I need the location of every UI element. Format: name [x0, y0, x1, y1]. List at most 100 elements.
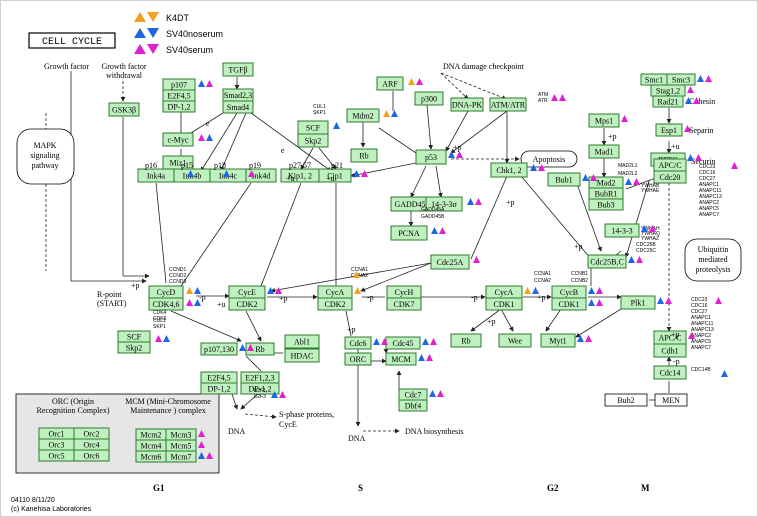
gene-node-arf[interactable]: ARF — [376, 76, 404, 91]
gene-node-cdk2a[interactable]: CDK2 — [228, 297, 266, 311]
gene-node-scf2[interactable]: SCF — [117, 330, 151, 343]
mapk-box[interactable]: MAPK signaling pathway — [16, 128, 75, 185]
gene-node-esp1[interactable]: Esp1 — [655, 123, 683, 137]
gene-node-cycd[interactable]: CycD — [148, 285, 184, 299]
gene-node-cdc14[interactable]: Cdc14 — [653, 365, 687, 380]
gene-node-mcm5[interactable]: Mcm5 — [165, 439, 197, 452]
gene-node-p300[interactable]: p300 — [414, 91, 444, 106]
gene-node-apcc2[interactable]: APC/C — [653, 330, 687, 345]
gene-node-dp12b[interactable]: DP-1,2 — [200, 382, 238, 395]
gene-node-orc6[interactable]: Orc6 — [73, 449, 110, 462]
gene-node-cyca1[interactable]: CycA — [317, 285, 353, 299]
gene-node-p53[interactable]: p53 — [415, 149, 447, 165]
gene-node-ink4a[interactable]: Ink4a — [137, 168, 175, 183]
gene-node-p107[interactable]: p107 — [162, 78, 196, 91]
gene-node-mps1[interactable]: Mps1 — [588, 113, 620, 128]
gene-node-mcm2[interactable]: Mcm2 — [135, 428, 167, 441]
gene-node-cyce[interactable]: CycE — [228, 285, 266, 299]
gene-node-mcm6[interactable]: Mcm6 — [135, 450, 167, 463]
gene-node-b1433b[interactable]: 14-3-3 — [604, 223, 640, 238]
gene-node-mad1[interactable]: Mad1 — [588, 144, 620, 159]
gene-node-orc4[interactable]: Orc4 — [73, 438, 110, 451]
gene-node-smad4[interactable]: Smad4 — [222, 100, 254, 114]
gene-node-tgfb[interactable]: TGFβ — [222, 62, 254, 77]
gene-node-cip1[interactable]: Cip1 — [318, 168, 352, 183]
gene-node-cdk7[interactable]: CDK7 — [386, 297, 422, 311]
gene-node-bub3[interactable]: Bub3 — [588, 198, 624, 211]
gene-node-men[interactable]: MEN — [654, 393, 688, 407]
gene-node-stag12[interactable]: Stag1,2 — [650, 84, 686, 97]
expression-triangle-icon — [198, 80, 205, 87]
gene-node-gadd45[interactable]: GADD45 — [390, 196, 430, 212]
gene-node-orc1b[interactable]: Orc1 — [38, 427, 75, 440]
gene-node-e2f45b[interactable]: E2F4,5 — [200, 371, 238, 384]
gene-node-skp2a[interactable]: Skp2 — [297, 133, 329, 148]
gene-node-cdc25bc[interactable]: Cdc25B,C — [587, 254, 627, 269]
gene-node-label: Smad2,3 — [224, 91, 252, 100]
apoptosis-box[interactable]: Apoptosis — [520, 150, 578, 168]
gene-node-e2f45a[interactable]: E2F4,5 — [162, 89, 196, 102]
expression-triangle-icon — [467, 198, 474, 205]
gene-node-p107130[interactable]: p107,130 — [200, 342, 238, 356]
expression-triangle-icon — [596, 287, 603, 294]
gene-node-plk1[interactable]: Plk1 — [620, 295, 656, 310]
gene-node-orc3[interactable]: Orc3 — [38, 438, 75, 451]
gene-node-dp12c[interactable]: DP-1,2 — [240, 382, 280, 395]
gene-node-dbf4[interactable]: Dbf4 — [398, 399, 428, 412]
gene-node-mdm2[interactable]: Mdm2 — [346, 108, 380, 123]
gene-node-rb3[interactable]: Rb — [450, 333, 482, 348]
gene-node-rb2[interactable]: Rb — [245, 342, 275, 356]
gene-node-pcna[interactable]: PCNA — [390, 225, 428, 241]
gene-node-chk12[interactable]: Chk1, 2 — [490, 162, 528, 178]
gene-node-smc3[interactable]: Smc3 — [666, 73, 696, 86]
gene-node-smc1[interactable]: Smc1 — [640, 73, 668, 86]
gene-node-dp12a[interactable]: DP-1,2 — [162, 100, 196, 113]
gene-node-atmatr[interactable]: ATM/ATR — [489, 97, 527, 112]
gene-node-hdac[interactable]: HDAC — [284, 348, 320, 363]
gene-node-mcm4[interactable]: Mcm4 — [135, 439, 167, 452]
gene-labels: ATM ATR CUL1 SKP1 CUL1 SKP1 CCND1 CCND2 … — [153, 92, 722, 400]
gene-node-cmyc[interactable]: c-Myc — [162, 132, 194, 147]
gf-withdrawal-label-1: Growth factor — [101, 62, 146, 71]
gene-node-cdk2b[interactable]: CDK2 — [317, 297, 353, 311]
gene-node-smad23[interactable]: Smad2,3 — [222, 88, 254, 102]
gene-node-cdh1[interactable]: Cdh1 — [653, 343, 687, 358]
gene-node-scf1[interactable]: SCF — [297, 120, 329, 135]
gene-node-gsk3b[interactable]: GSK3β — [108, 102, 140, 117]
ubiquitin-box[interactable]: Ubiquitin mediated proteolysis — [684, 238, 742, 282]
gene-node-dnapk[interactable]: DNA-PK — [450, 97, 484, 112]
gene-node-ink4d[interactable]: Ink4d — [245, 168, 277, 183]
gene-node-cdc20[interactable]: Cdc20 — [653, 170, 687, 184]
gene-node-cyca2[interactable]: CycA — [485, 285, 523, 299]
gene-node-cdc6[interactable]: Cdc6 — [344, 336, 372, 350]
gene-node-rb1[interactable]: Rb — [350, 148, 378, 163]
gene-node-mcm7[interactable]: Mcm7 — [165, 450, 197, 463]
gene-node-cdc7[interactable]: Cdc7 — [398, 388, 428, 401]
gene-node-wee[interactable]: Wee — [498, 333, 532, 348]
gene-node-cdk46[interactable]: CDK4,6 — [148, 297, 184, 311]
gene-node-orc5[interactable]: Orc5 — [38, 449, 75, 462]
edge — [220, 112, 247, 172]
gene-node-bubr1[interactable]: BubR1 — [588, 187, 624, 200]
gene-node-apcc1[interactable]: APC/C — [653, 158, 687, 172]
gene-node-orc2[interactable]: Orc2 — [73, 427, 110, 440]
gene-node-rad21[interactable]: Rad21 — [652, 95, 684, 108]
gene-node-b1433a[interactable]: 14-3-3σ — [425, 196, 463, 212]
gene-node-cdk1b[interactable]: CDK1 — [551, 297, 587, 311]
gene-node-label: BubR1 — [595, 190, 618, 199]
gene-node-bub1[interactable]: Bub1 — [547, 172, 581, 187]
gene-node-cych[interactable]: CycH — [386, 285, 422, 299]
gene-node-abl1[interactable]: Abl1 — [284, 334, 320, 349]
gene-node-e2f123[interactable]: E2F1,2,3 — [240, 371, 280, 384]
gene-node-mcm3[interactable]: Mcm3 — [165, 428, 197, 441]
gene-node-cdk1a[interactable]: CDK1 — [485, 297, 523, 311]
gene-node-mcm1[interactable]: MCM — [385, 352, 417, 366]
gene-node-cdc25a[interactable]: Cdc25A — [430, 254, 470, 270]
title: CELL CYCLE — [42, 37, 102, 48]
gene-node-bub2[interactable]: Bub2 — [604, 393, 648, 407]
gene-node-skp2b[interactable]: Skp2 — [117, 341, 151, 354]
gene-node-orc1[interactable]: ORC — [344, 352, 372, 366]
gene-node-myt1[interactable]: Myt1 — [540, 333, 576, 348]
gene-node-cdc45[interactable]: Cdc45 — [385, 336, 421, 350]
gene-node-cycb[interactable]: CycB — [551, 285, 587, 299]
